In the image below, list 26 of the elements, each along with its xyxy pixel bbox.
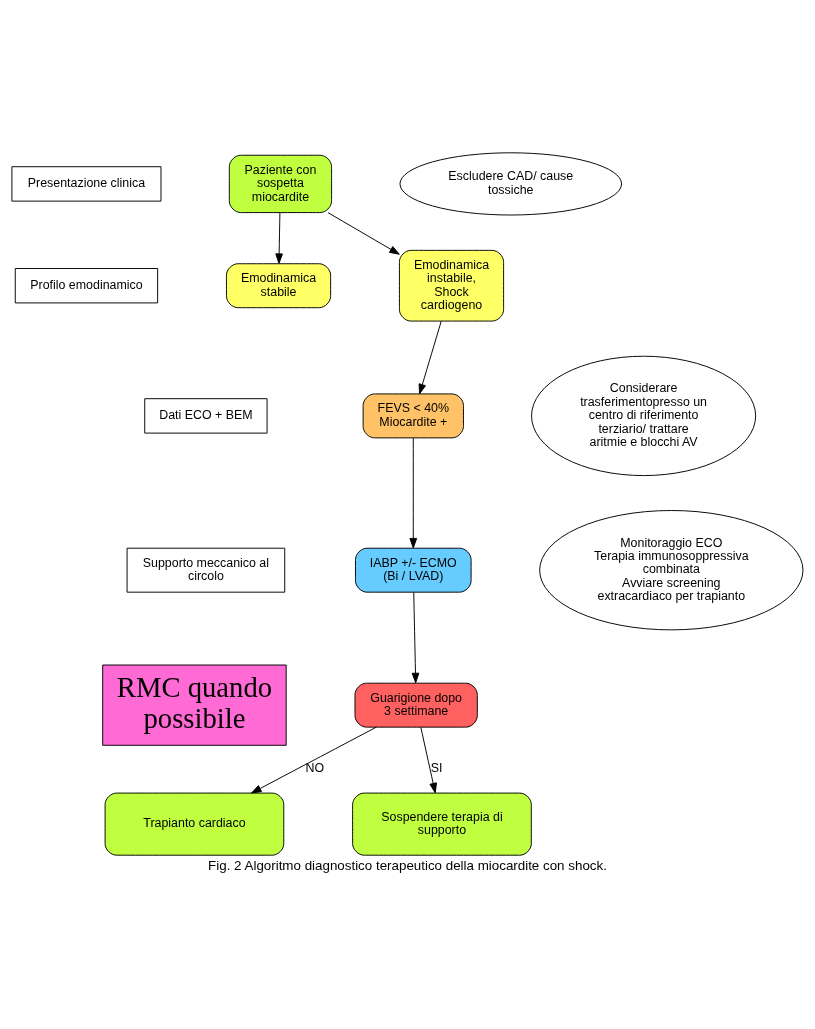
caption: Fig. 2 Algoritmo diagnostico terapeutico della miocardite con shock. bbox=[208, 857, 607, 873]
node-ellipse: Considerare trasferimentopresso un centro di riferimento terziario/ trattare aritmie e blocchi AV bbox=[531, 355, 757, 476]
node-box: Paziente con sospetta miocardite bbox=[228, 154, 333, 213]
node-box: Supporto meccanico al circolo bbox=[126, 547, 286, 593]
arrow bbox=[251, 726, 377, 793]
arrow bbox=[275, 211, 283, 264]
node-ellipse: Escludere CAD/ cause tossiche bbox=[399, 151, 623, 215]
node-box: Emodinamica instabile, Shock cardiogeno bbox=[398, 249, 505, 322]
node-box: Presentazione clinica bbox=[11, 165, 162, 202]
node-box: FEVS < 40% Miocardite + bbox=[362, 392, 464, 438]
arrow bbox=[327, 211, 400, 255]
node-ellipse: Monitoraggio ECO Terapia immunosoppressiva combinata Avviare screening extracardiaco per trapianto bbox=[539, 509, 804, 630]
arrow bbox=[420, 726, 437, 793]
arrow bbox=[418, 320, 442, 394]
edge-label: NO bbox=[305, 760, 325, 775]
node-box: Trapianto cardiaco bbox=[104, 792, 285, 856]
node-box: RMC quando possibile bbox=[102, 664, 287, 746]
node-box: Dati ECO + BEM bbox=[144, 397, 268, 434]
node-box: Guarigione dopo 3 settimane bbox=[354, 682, 478, 728]
arrow bbox=[411, 591, 420, 683]
arrow bbox=[409, 437, 418, 548]
edge-label: SI bbox=[430, 760, 443, 775]
node-box: IABP +/- ECMO (Bi / LVAD) bbox=[355, 547, 472, 593]
node-box: Emodinamica stabile bbox=[225, 262, 332, 308]
node-box: Profilo emodinamico bbox=[14, 267, 159, 303]
node-box: Sospendere terapia di supporto bbox=[352, 792, 532, 856]
